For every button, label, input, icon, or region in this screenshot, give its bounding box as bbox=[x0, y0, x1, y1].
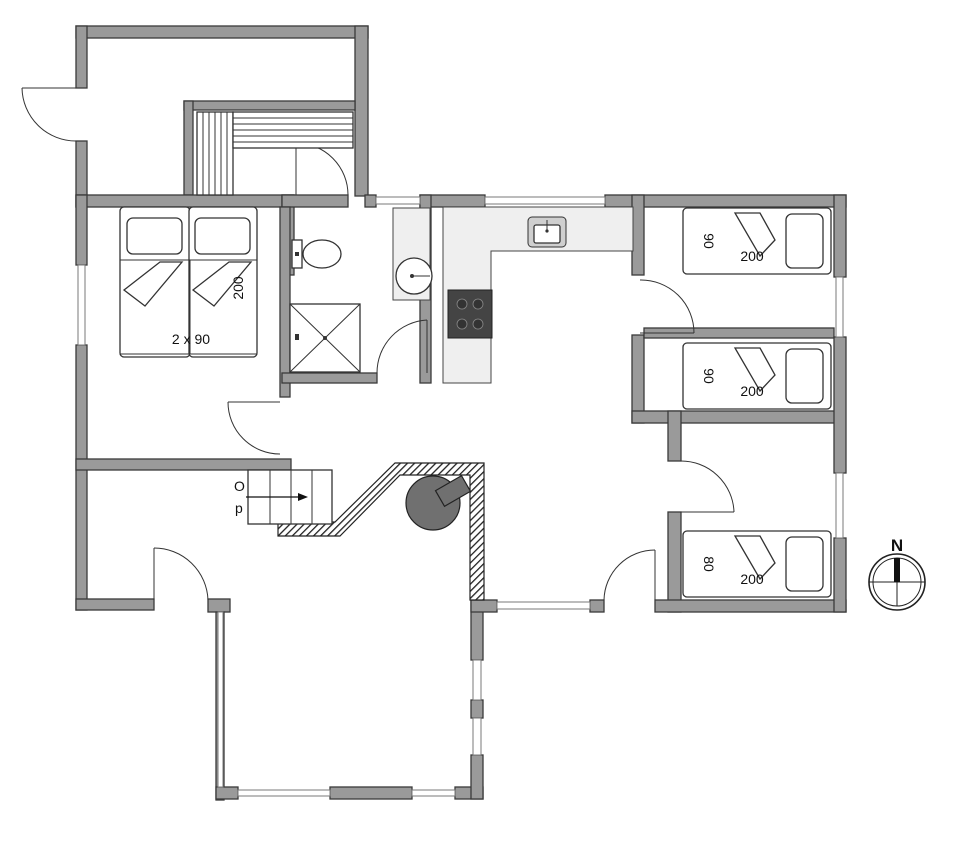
south-wall-mid-2 bbox=[589, 599, 605, 613]
double-bed-length-label: 200 bbox=[230, 276, 246, 300]
windows bbox=[77, 196, 844, 797]
south-wall-right bbox=[654, 599, 847, 613]
door-entrance bbox=[153, 547, 209, 601]
door-bathroom bbox=[376, 319, 428, 374]
door-south-east bbox=[603, 549, 656, 601]
kitchen-sink bbox=[527, 216, 567, 248]
east-wall-2 bbox=[833, 336, 847, 474]
window-veranda-east-2 bbox=[472, 717, 482, 756]
double-bed: 2 x 90 200 bbox=[119, 206, 258, 358]
veranda-right-wall-2 bbox=[470, 699, 484, 719]
window-bedroom3 bbox=[835, 472, 844, 539]
stair-up-label-2: p bbox=[235, 500, 243, 516]
shower bbox=[289, 303, 361, 373]
annex-top-wall bbox=[75, 25, 369, 39]
window-veranda-south-1 bbox=[237, 789, 331, 797]
bed-1: 90 200 bbox=[682, 207, 832, 275]
sauna-top-wall bbox=[183, 100, 356, 111]
kitchen bbox=[442, 206, 634, 384]
bath-top-wall bbox=[281, 194, 349, 208]
bed1-width-label: 90 bbox=[701, 233, 717, 249]
bed3-width-label: 80 bbox=[701, 556, 717, 572]
bedroom-left-right-wall bbox=[279, 206, 291, 398]
door-annex-outer bbox=[21, 87, 77, 142]
annex-left-wall-upper bbox=[75, 25, 88, 89]
veranda-right-wall-3 bbox=[470, 754, 484, 800]
bedroom-left-bottom-wall bbox=[75, 458, 292, 471]
stair-up-label: O bbox=[234, 478, 245, 494]
stove bbox=[447, 289, 493, 339]
door-bedroom-left bbox=[227, 401, 281, 455]
fireplace bbox=[277, 462, 485, 601]
window-kitchen bbox=[484, 196, 606, 205]
south-wall-mid bbox=[470, 599, 498, 613]
bed3-length-label: 200 bbox=[740, 571, 764, 587]
west-wall-2 bbox=[75, 344, 88, 611]
sauna-bench bbox=[196, 111, 354, 196]
doors bbox=[21, 87, 735, 601]
toilet bbox=[291, 239, 342, 269]
bath-bottom-wall bbox=[281, 372, 378, 384]
double-bed-size-label: 2 x 90 bbox=[172, 331, 210, 347]
window-west bbox=[77, 264, 86, 346]
bed2-width-label: 90 bbox=[701, 368, 717, 384]
stove-pipe bbox=[434, 474, 472, 508]
annex-right-wall bbox=[354, 25, 369, 197]
north-label: N bbox=[891, 536, 903, 555]
stairs: O p bbox=[234, 469, 333, 525]
veranda-bottom-left bbox=[215, 786, 239, 800]
bed1-length-label: 200 bbox=[740, 248, 764, 264]
sauna-left-wall bbox=[183, 100, 194, 196]
window-bedroom1 bbox=[835, 276, 844, 338]
window-bath bbox=[375, 196, 421, 205]
west-wall-1 bbox=[75, 194, 88, 266]
kitchen-counter bbox=[442, 206, 634, 384]
door-bedroom1 bbox=[639, 279, 695, 334]
east-wall-1 bbox=[833, 194, 847, 278]
hatched-wall bbox=[277, 462, 485, 601]
window-veranda-east-1 bbox=[472, 659, 482, 701]
bed2-length-label: 200 bbox=[740, 383, 764, 399]
south-wall-stub bbox=[207, 598, 231, 613]
bedroom3-west-wall-upper bbox=[667, 410, 682, 462]
bed-2: 90 200 bbox=[682, 342, 832, 410]
bed-3: 80 200 bbox=[682, 530, 832, 598]
walls bbox=[75, 25, 847, 801]
bedroom3-west-wall-lower bbox=[667, 511, 682, 613]
veranda-bottom-mid bbox=[329, 786, 413, 800]
bedroom2-bottom-wall bbox=[631, 410, 845, 424]
door-bedroom3 bbox=[679, 460, 735, 513]
main-top-wall-left bbox=[75, 194, 295, 208]
compass: N bbox=[868, 536, 926, 611]
bedrooms-west-wall-upper bbox=[631, 194, 645, 276]
east-wall-3 bbox=[833, 537, 847, 613]
window-veranda-south-2 bbox=[411, 789, 456, 797]
bath-top-wall-stub bbox=[364, 194, 377, 208]
south-wall-left bbox=[75, 598, 155, 611]
window-veranda-west bbox=[217, 611, 224, 788]
window-south bbox=[496, 601, 591, 610]
bathroom-fixtures bbox=[289, 207, 433, 373]
bedrooms-west-wall-mid bbox=[631, 334, 645, 424]
door-sauna bbox=[295, 142, 349, 196]
